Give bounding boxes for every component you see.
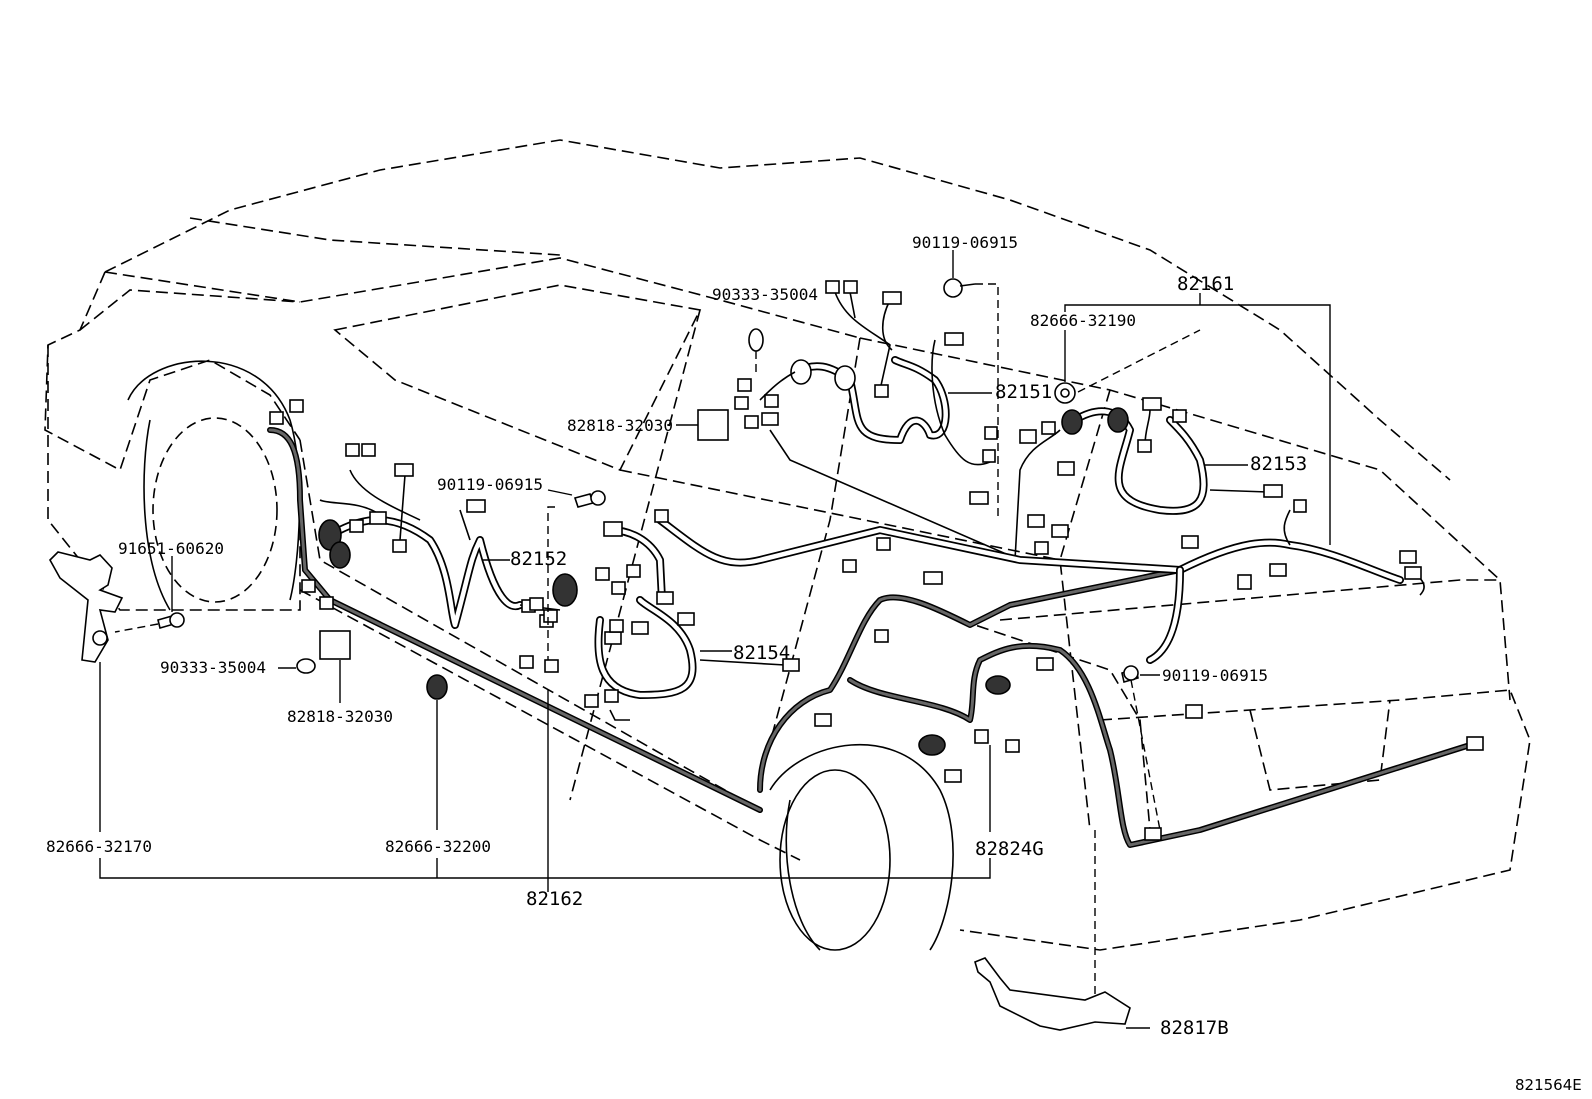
harness-82153: [1014, 397, 1283, 561]
label-82666-32170: 82666-32170: [46, 837, 152, 856]
bracket-82666-32170: [49, 551, 124, 832]
bolt-91651-60620: [114, 556, 185, 633]
label-90333-35004-top: 90333-35004: [712, 285, 818, 304]
relay-82818-32030-top: [676, 409, 729, 441]
front-wheel: [127, 360, 301, 611]
vehicle-body-outline: [44, 139, 1531, 951]
bracket-82817B: [974, 830, 1150, 1031]
label-82162: 82162: [526, 888, 583, 910]
group-bracket-82161: [1064, 293, 1331, 545]
label-82666-32200: 82666-32200: [385, 837, 491, 856]
label-90119-06915-right: 90119-06915: [1162, 666, 1268, 685]
label-82817B: 82817B: [1160, 1017, 1229, 1039]
harness-82152: [318, 443, 561, 629]
label-82666-32190: 82666-32190: [1030, 311, 1136, 330]
leader-lines-harness: [482, 392, 1248, 652]
bolt-90119-06915-top: [943, 250, 999, 520]
harness-82151: [734, 280, 1021, 561]
label-82818-32030-top: 82818-32030: [567, 416, 673, 435]
group-bracket-82162: [99, 690, 991, 892]
clamp-82666-32190: [1054, 329, 1201, 404]
relay-82818-32030-left: [319, 630, 351, 703]
label-90333-35004-left: 90333-35004: [160, 658, 266, 677]
label-82153: 82153: [1250, 453, 1307, 475]
label-82154: 82154: [733, 642, 790, 664]
label-82818-32030-left: 82818-32030: [287, 707, 393, 726]
label-82151: 82151: [995, 381, 1052, 403]
grommet-82666-32200: [426, 674, 448, 830]
diagram-reference-code: 821564E: [1515, 1076, 1582, 1094]
grommet-90333-35004-left: [278, 658, 316, 674]
bolt-90119-06915-mid: [547, 489, 606, 660]
label-90119-06915-top: 90119-06915: [912, 233, 1018, 252]
label-82152: 82152: [510, 548, 567, 570]
label-91651-60620: 91651-60620: [118, 539, 224, 558]
rear-wheel: [769, 743, 954, 951]
label-90119-06915-mid: 90119-06915: [437, 475, 543, 494]
harness-82162: [267, 399, 1484, 848]
part-labels: 90119-06915 82161 90333-35004 82666-3219…: [46, 233, 1582, 1094]
label-82161: 82161: [1177, 273, 1234, 295]
label-82824G: 82824G: [975, 838, 1044, 860]
bolt-90119-06915-right: [1121, 665, 1161, 831]
harness-82154: [552, 521, 800, 721]
grommet-90333-35004-top: [748, 328, 764, 375]
